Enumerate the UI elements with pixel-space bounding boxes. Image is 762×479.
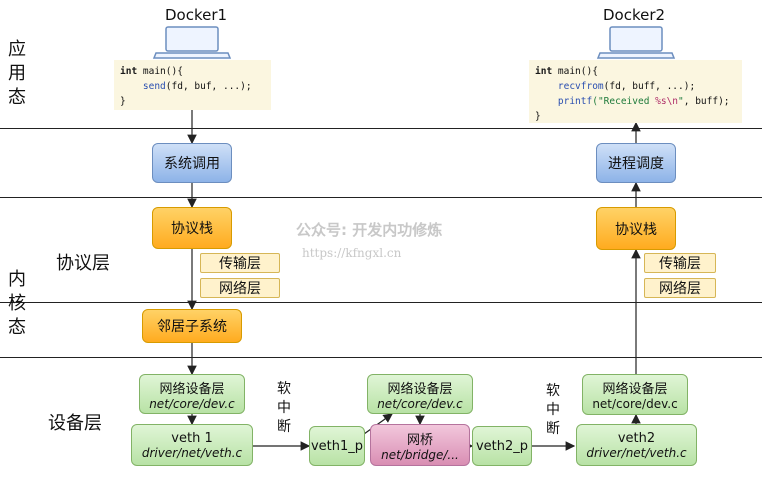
- network-layer-left: 网络层: [200, 278, 280, 298]
- code-text: (fd, buf, ...);: [165, 81, 252, 92]
- scheduler-label: 进程调度: [608, 156, 664, 172]
- netdev-right-path: net/core/dev.c: [592, 397, 678, 411]
- veth1p-box: veth1_p: [309, 426, 365, 466]
- veth1-path: driver/net/veth.c: [141, 445, 243, 460]
- separator-neighbor-device: [0, 357, 762, 358]
- protocol-stack-right: 协议栈: [596, 207, 676, 250]
- docker1-title: Docker1: [165, 6, 228, 24]
- code-keyword: int: [535, 66, 553, 77]
- code-keyword: int: [120, 66, 138, 77]
- bridge-box: 网桥 net/bridge/...: [370, 424, 470, 466]
- netdev-right: 网络设备层 net/core/dev.c: [582, 374, 688, 415]
- veth2p-label: veth2_p: [475, 438, 529, 454]
- protocol-stack-left: 协议栈: [152, 207, 232, 249]
- code-text: (fd, buff, ...);: [603, 81, 696, 92]
- transport-label: 传输层: [219, 256, 261, 272]
- scheduler-box: 进程调度: [596, 143, 676, 183]
- device-layer-label: 设备层: [48, 413, 102, 434]
- veth2-label: veth2: [617, 430, 656, 446]
- code-function: recvfrom: [557, 81, 604, 92]
- veth1p-label: veth1_p: [310, 438, 364, 454]
- watermark-url: https://kfngxl.cn: [302, 246, 402, 260]
- code-text: main(){: [137, 66, 183, 77]
- syscall-box: 系统调用: [152, 143, 232, 183]
- netdev-left: 网络设备层 net/core/dev.c: [139, 374, 245, 414]
- docker2-code: int main(){ recvfrom(fd, buff, ...); pri…: [529, 60, 742, 123]
- protocol-layer-label: 协议层: [56, 253, 110, 274]
- separator-protocol-neighbor: [0, 302, 762, 303]
- code-text: }: [120, 96, 126, 107]
- transport-layer-right: 传输层: [644, 253, 716, 273]
- bridge-path: net/bridge/...: [381, 447, 459, 462]
- code-text: , buff);: [683, 96, 730, 107]
- code-text: }: [535, 111, 541, 122]
- veth1-box: veth 1 driver/net/veth.c: [131, 424, 253, 466]
- network-label: 网络层: [219, 281, 261, 297]
- syscall-label: 系统调用: [164, 156, 220, 172]
- code-text: main(){: [552, 66, 598, 77]
- netdev-mid: 网络设备层 net/core/dev.c: [367, 374, 473, 414]
- protocol-stack-label: 协议栈: [171, 221, 213, 237]
- watermark-account: 公众号: 开发内功修炼: [296, 221, 443, 239]
- code-function: printf: [557, 96, 593, 107]
- softirq-label-1: 软 中 断: [277, 381, 291, 435]
- transport-label: 传输层: [659, 256, 701, 272]
- veth2-path: driver/net/veth.c: [586, 445, 687, 460]
- netdev-right-label: 网络设备层: [602, 382, 668, 397]
- code-string: ("Received: [592, 96, 656, 107]
- app-layer-label: 应 用 态: [8, 39, 26, 108]
- kernel-layer-label: 内 核 态: [8, 269, 26, 338]
- separator-app-kernel: [0, 128, 762, 129]
- neighbor-label: 邻居子系统: [157, 319, 227, 335]
- separator-syscall-protocol: [0, 197, 762, 198]
- code-function: send: [142, 81, 166, 92]
- transport-layer-left: 传输层: [200, 253, 280, 273]
- netdev-path: net/core/dev.c: [149, 396, 235, 411]
- protocol-stack-label: 协议栈: [615, 221, 657, 238]
- veth1-label: veth 1: [171, 430, 213, 446]
- network-label: 网络层: [659, 281, 701, 297]
- laptop-icon: [596, 26, 676, 59]
- veth2-box: veth2 driver/net/veth.c: [576, 424, 697, 466]
- neighbor-subsystem: 邻居子系统: [142, 309, 242, 343]
- veth2p-box: veth2_p: [472, 426, 532, 466]
- laptop-icon: [152, 26, 232, 59]
- bridge-label: 网桥: [406, 432, 433, 448]
- netdev-label: 网络设备层: [159, 381, 225, 397]
- network-layer-right: 网络层: [644, 278, 716, 298]
- softirq-label-2: 软 中 断: [546, 383, 560, 437]
- netdev-mid-path: net/core/dev.c: [377, 396, 463, 411]
- netdev-mid-label: 网络设备层: [387, 381, 453, 397]
- code-string: ": [678, 96, 684, 107]
- docker2-title: Docker2: [603, 6, 666, 24]
- docker1-code: int main(){ send(fd, buf, ...); }: [114, 60, 271, 110]
- code-format: %s\n: [655, 96, 679, 107]
